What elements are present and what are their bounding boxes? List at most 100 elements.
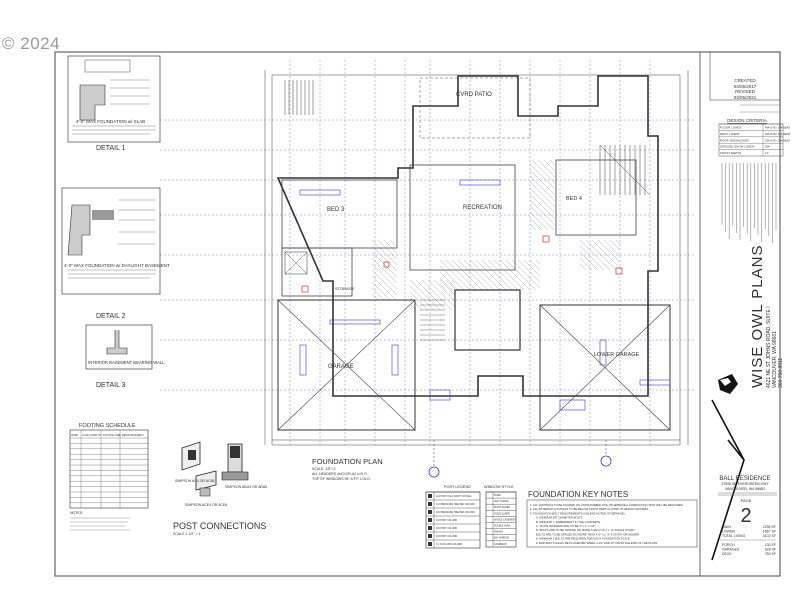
post-symbol-icon: [428, 542, 432, 546]
key-notes-title: FOUNDATION KEY NOTES: [528, 490, 628, 499]
post-connection-3: SIMPSON ACE4 OR ACE6: [185, 503, 227, 507]
company-city: VANCOUVER, WA 98661: [772, 331, 778, 388]
post-legend-item: 4x8 POST COLUMN: [436, 536, 457, 538]
detail-3: INTERIOR BASEMENT BEARING WALL DETAIL 3: [85, 324, 165, 389]
revised-date: 03/05/2021: [734, 95, 757, 100]
key-note: E. MINIMUM 2 BOLTS ARE REQUIRED FOR EACH…: [536, 537, 630, 541]
project-name: BALL RESIDENCE: [719, 476, 770, 482]
room-bed-4: BED 4: [566, 196, 582, 202]
window-legend-item: AWNING: [494, 531, 504, 534]
area-value: 928 SF: [765, 548, 776, 552]
plan-windows-note: TOP OF WINDOWS 96" A.F.F. U.N.O.: [312, 477, 371, 481]
key-note: F. END BOLTS SHALL BE PLACED BETWEEN 3-1…: [536, 541, 657, 545]
post-legend: POST LEGEND 4x4 POST, FULL WIDTH OF WALL…: [425, 485, 481, 549]
criteria-label: GROUND SNOW LOADS: [720, 145, 755, 149]
window-legend-title: WINDOW STYLE: [484, 485, 514, 489]
area-label: TOTAL LIVING: [722, 534, 746, 538]
detail-3-label: DETAIL 3: [96, 382, 126, 389]
post-legend-item: 4x6 POST COLUMN: [436, 520, 457, 522]
area-value: 2235 SF: [763, 525, 776, 529]
post-symbol-icon: [428, 518, 432, 522]
room-recreation: RECREATION: [463, 205, 502, 211]
post-symbol-icon: [428, 534, 432, 538]
footing-header-mark: MARK: [71, 434, 79, 437]
detail-2-caption: 4'-0" MAX FOUNDATION w/ DAYLIGHT BASEMEN…: [64, 263, 170, 268]
post-connections: SIMPSON AC4 OR AC66 SIMPSON ABU4 OR ABU6…: [173, 441, 267, 536]
foundation-plan: CVRD PATIO BED 3 RECREATION BED 4 STORAG…: [160, 60, 695, 481]
grid-bubble: [428, 466, 440, 478]
created-date: 04/05/2017: [734, 84, 757, 89]
window-legend-item: LEFT SLIDER: [494, 501, 509, 503]
post-connections-scale: SCALE 1 1/2" = 1': [173, 532, 201, 536]
detail-2-label: DETAIL 2: [96, 313, 126, 320]
post-legend-title: POST LEGEND: [444, 485, 471, 489]
area-label: DECK: [722, 552, 732, 556]
post-legend-item: 4x4 POST, FULL WIDTH OF WALL: [436, 495, 473, 498]
room-storage: STORAGE: [335, 286, 355, 291]
plan-title: FOUNDATION PLAN: [312, 457, 383, 466]
footing-header-reinforcement: REINFORCEMENT: [122, 434, 144, 437]
room-bed-3: BED 3: [327, 207, 345, 213]
plan-scale: SCALE: 1/8"=1': [312, 467, 337, 471]
detail-3-caption: INTERIOR BASEMENT BEARING WALL: [88, 360, 165, 365]
criteria-label: DECK LOADS: [720, 132, 739, 136]
key-note: B. MINIMUM 7" EMBEDMENT IN THE CONCRETE: [536, 520, 600, 524]
criteria-value: 25# LIVE / 20# DEAD: [765, 138, 790, 142]
area-value: 1867 SF: [763, 530, 776, 534]
detail-1-label: DETAIL 1: [96, 145, 126, 152]
key-note: A. MINIMUM 5/8" DIAMETER BOLTS: [536, 516, 583, 520]
room-covered-patio: CVRD PATIO: [456, 92, 492, 98]
area-value: 4102 SF: [763, 534, 776, 538]
post-legend-item: 6x6 POST COLUMN: [436, 528, 457, 530]
area-value: 130 SF: [765, 543, 776, 547]
post-legend-item: 4x4 PRESSURE TREATED COLUMN: [436, 503, 475, 506]
project-address: 37505 SE EVERGREEN HWY: [721, 482, 769, 486]
criteria-value: 12": [765, 151, 769, 155]
post-legend-item: 6x6 PRESSURE TREATED COLUMN: [436, 511, 475, 514]
criteria-label: FLOOR LOADS: [720, 126, 741, 130]
criteria-value: 40# LIVE / 10# DEAD: [765, 126, 790, 130]
post-symbol-icon: [428, 526, 432, 530]
company-address: 4621 NE ST JOHNS ROAD, SUITE I: [766, 306, 772, 388]
detail-1-caption: 4'-0" MAX FOUNDATION w/ SLAB: [76, 119, 145, 124]
key-note: D. BOLTS ARE TO BE SPACED NO MORE THAN 6…: [536, 528, 636, 532]
window-legend-item: SINGLE CASEMENT: [494, 518, 516, 521]
window-legend-item: DOUBLE HUNG: [494, 526, 511, 528]
footing-header-load: LOAD CAPACITY: [82, 434, 102, 437]
footing-header-size: FOOTING SIZE: [103, 434, 121, 437]
company-phone: 360.750.8911: [778, 358, 784, 388]
post-symbol-icon: [428, 510, 432, 514]
post-symbol-icon: [428, 502, 432, 506]
criteria-value: 60# LIVE / 10# DEAD: [765, 132, 790, 136]
post-connections-title: POST CONNECTIONS: [173, 521, 266, 531]
page-number: 2: [740, 505, 751, 527]
post-symbol-icon: [428, 494, 432, 498]
area-label: LOWER: [722, 530, 735, 534]
key-note: 1. ALL FOOTINGS TO BE POURED ON UNDISTUR…: [530, 503, 684, 507]
criteria-label: FROST DEPTH: [720, 151, 741, 155]
grid-bubble: [600, 455, 612, 467]
criteria-value: 30#: [765, 145, 770, 149]
window-legend-item: RIGHT SLIDER: [494, 507, 510, 509]
area-value: 783 SF: [765, 552, 776, 556]
window-legend-item: FIXED SLIDER: [494, 513, 510, 515]
page-label: PAGE: [741, 498, 752, 503]
title-block: CREATED 04/05/2017 REVISED 03/05/2021 DE…: [709, 51, 790, 561]
area-label: MAIN: [722, 525, 731, 529]
foundation-key-notes: FOUNDATION KEY NOTES 1. ALL FOOTINGS TO …: [526, 490, 698, 548]
key-note: 3. FOUNDATION BOLT REQUIREMENTS (UNLESS …: [530, 511, 626, 515]
post-connection-1: SIMPSON AC4 OR AC66: [175, 479, 215, 483]
detail-1: 4'-0" MAX FOUNDATION w/ SLAB DETAIL 1: [67, 55, 161, 152]
area-label: GARAGES: [722, 548, 740, 552]
footing-schedule-title: FOOTING SCHEDULE: [79, 423, 136, 429]
sheet-border: [54, 51, 781, 577]
revised-label: REVISED: [735, 89, 756, 94]
room-lower-garage: LOWER GARAGE: [594, 352, 640, 358]
room-garage: GARAGE: [328, 364, 354, 370]
window-legend-item: FIXED: [494, 495, 501, 497]
company-name: WISE OWL PLANS: [749, 245, 766, 388]
footing-schedule: FOOTING SCHEDULE MARK LOAD CAPACITY FOOT…: [69, 423, 149, 531]
plan-headers-note: ALL HEADERS 4x10 DFL#2 U.N.O.: [312, 472, 368, 476]
detail-2: 4'-0" MAX FOUNDATION w/ DAYLIGHT BASEMEN…: [61, 187, 170, 320]
key-note: 2. ALL EXTERIOR FOOTINGS TO BE BELOW FRO…: [530, 507, 649, 511]
